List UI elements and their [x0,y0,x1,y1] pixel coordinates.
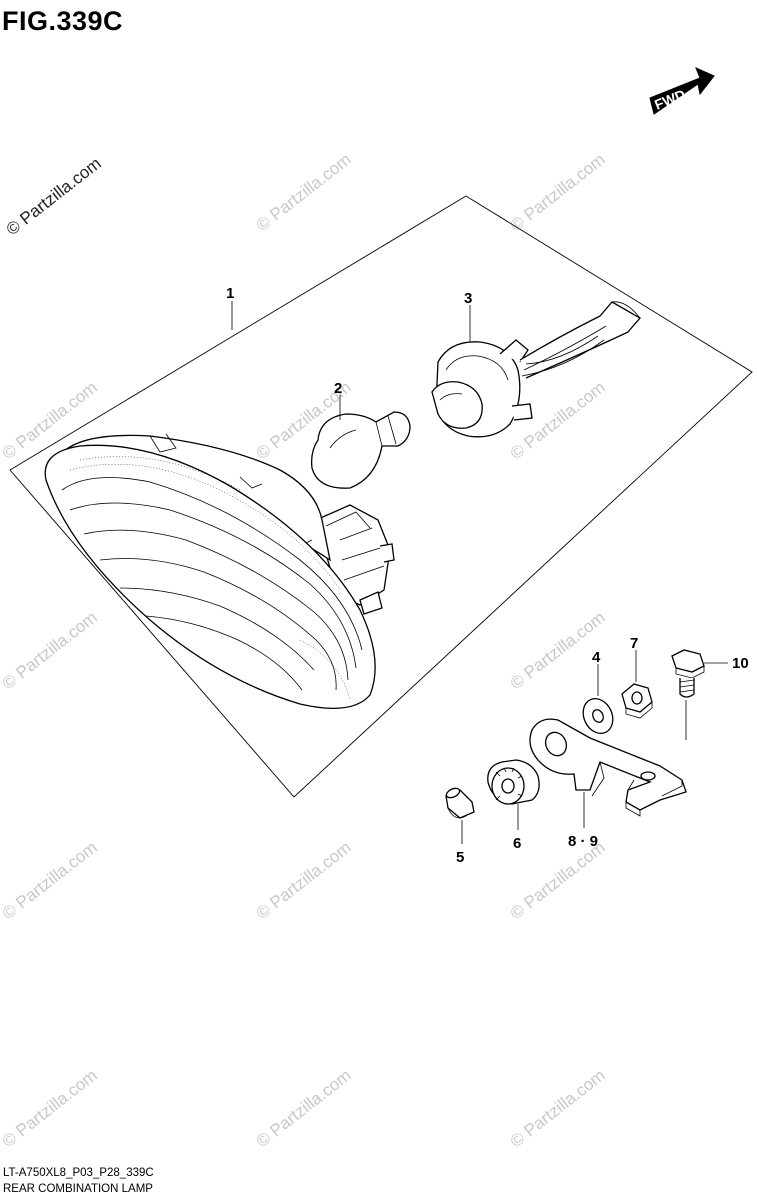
callout-10: 10 [732,655,749,672]
callout-8-9: 8 · 9 [568,833,598,850]
watermark: © Partzilla.com [253,1066,355,1152]
watermark: © Partzilla.com [0,838,101,924]
bulb-part[interactable] [310,411,411,489]
callout-6: 6 [513,835,521,852]
watermark: © Partzilla.com [507,150,609,236]
footer-code: LT-A750XL8_P03_P28_339C [3,1167,154,1179]
washer-part[interactable] [578,694,619,738]
callout-7: 7 [630,635,638,652]
footer-name: REAR COMBINATION LAMP [3,1183,153,1195]
fwd-label: FWD [652,86,688,113]
watermark: © Partzilla.com [507,378,609,464]
bracket-part[interactable] [529,718,687,817]
watermark: © Partzilla.com [507,838,609,924]
nut-part[interactable] [621,683,653,719]
watermark: © Partzilla.com [3,154,105,240]
watermark: © Partzilla.com [253,838,355,924]
watermark: © Partzilla.com [0,608,101,694]
callout-4: 4 [592,649,601,666]
watermark: © Partzilla.com [253,150,355,236]
watermark: © Partzilla.com [507,1066,609,1152]
assembly-outline [9,195,753,798]
lamp-assembly-part[interactable] [44,433,395,709]
callout-2: 2 [334,380,342,397]
callout-5: 5 [456,849,464,866]
callout-3: 3 [464,290,472,307]
socket-part[interactable] [431,301,642,438]
watermark: © Partzilla.com [0,1066,101,1152]
collar-part[interactable] [445,786,475,819]
figure-title: FIG.339C [2,6,123,36]
callout-1: 1 [226,285,234,302]
fwd-arrow-icon: FWD [649,67,715,115]
grommet-part[interactable] [487,759,540,805]
bolt-part[interactable] [671,649,705,698]
